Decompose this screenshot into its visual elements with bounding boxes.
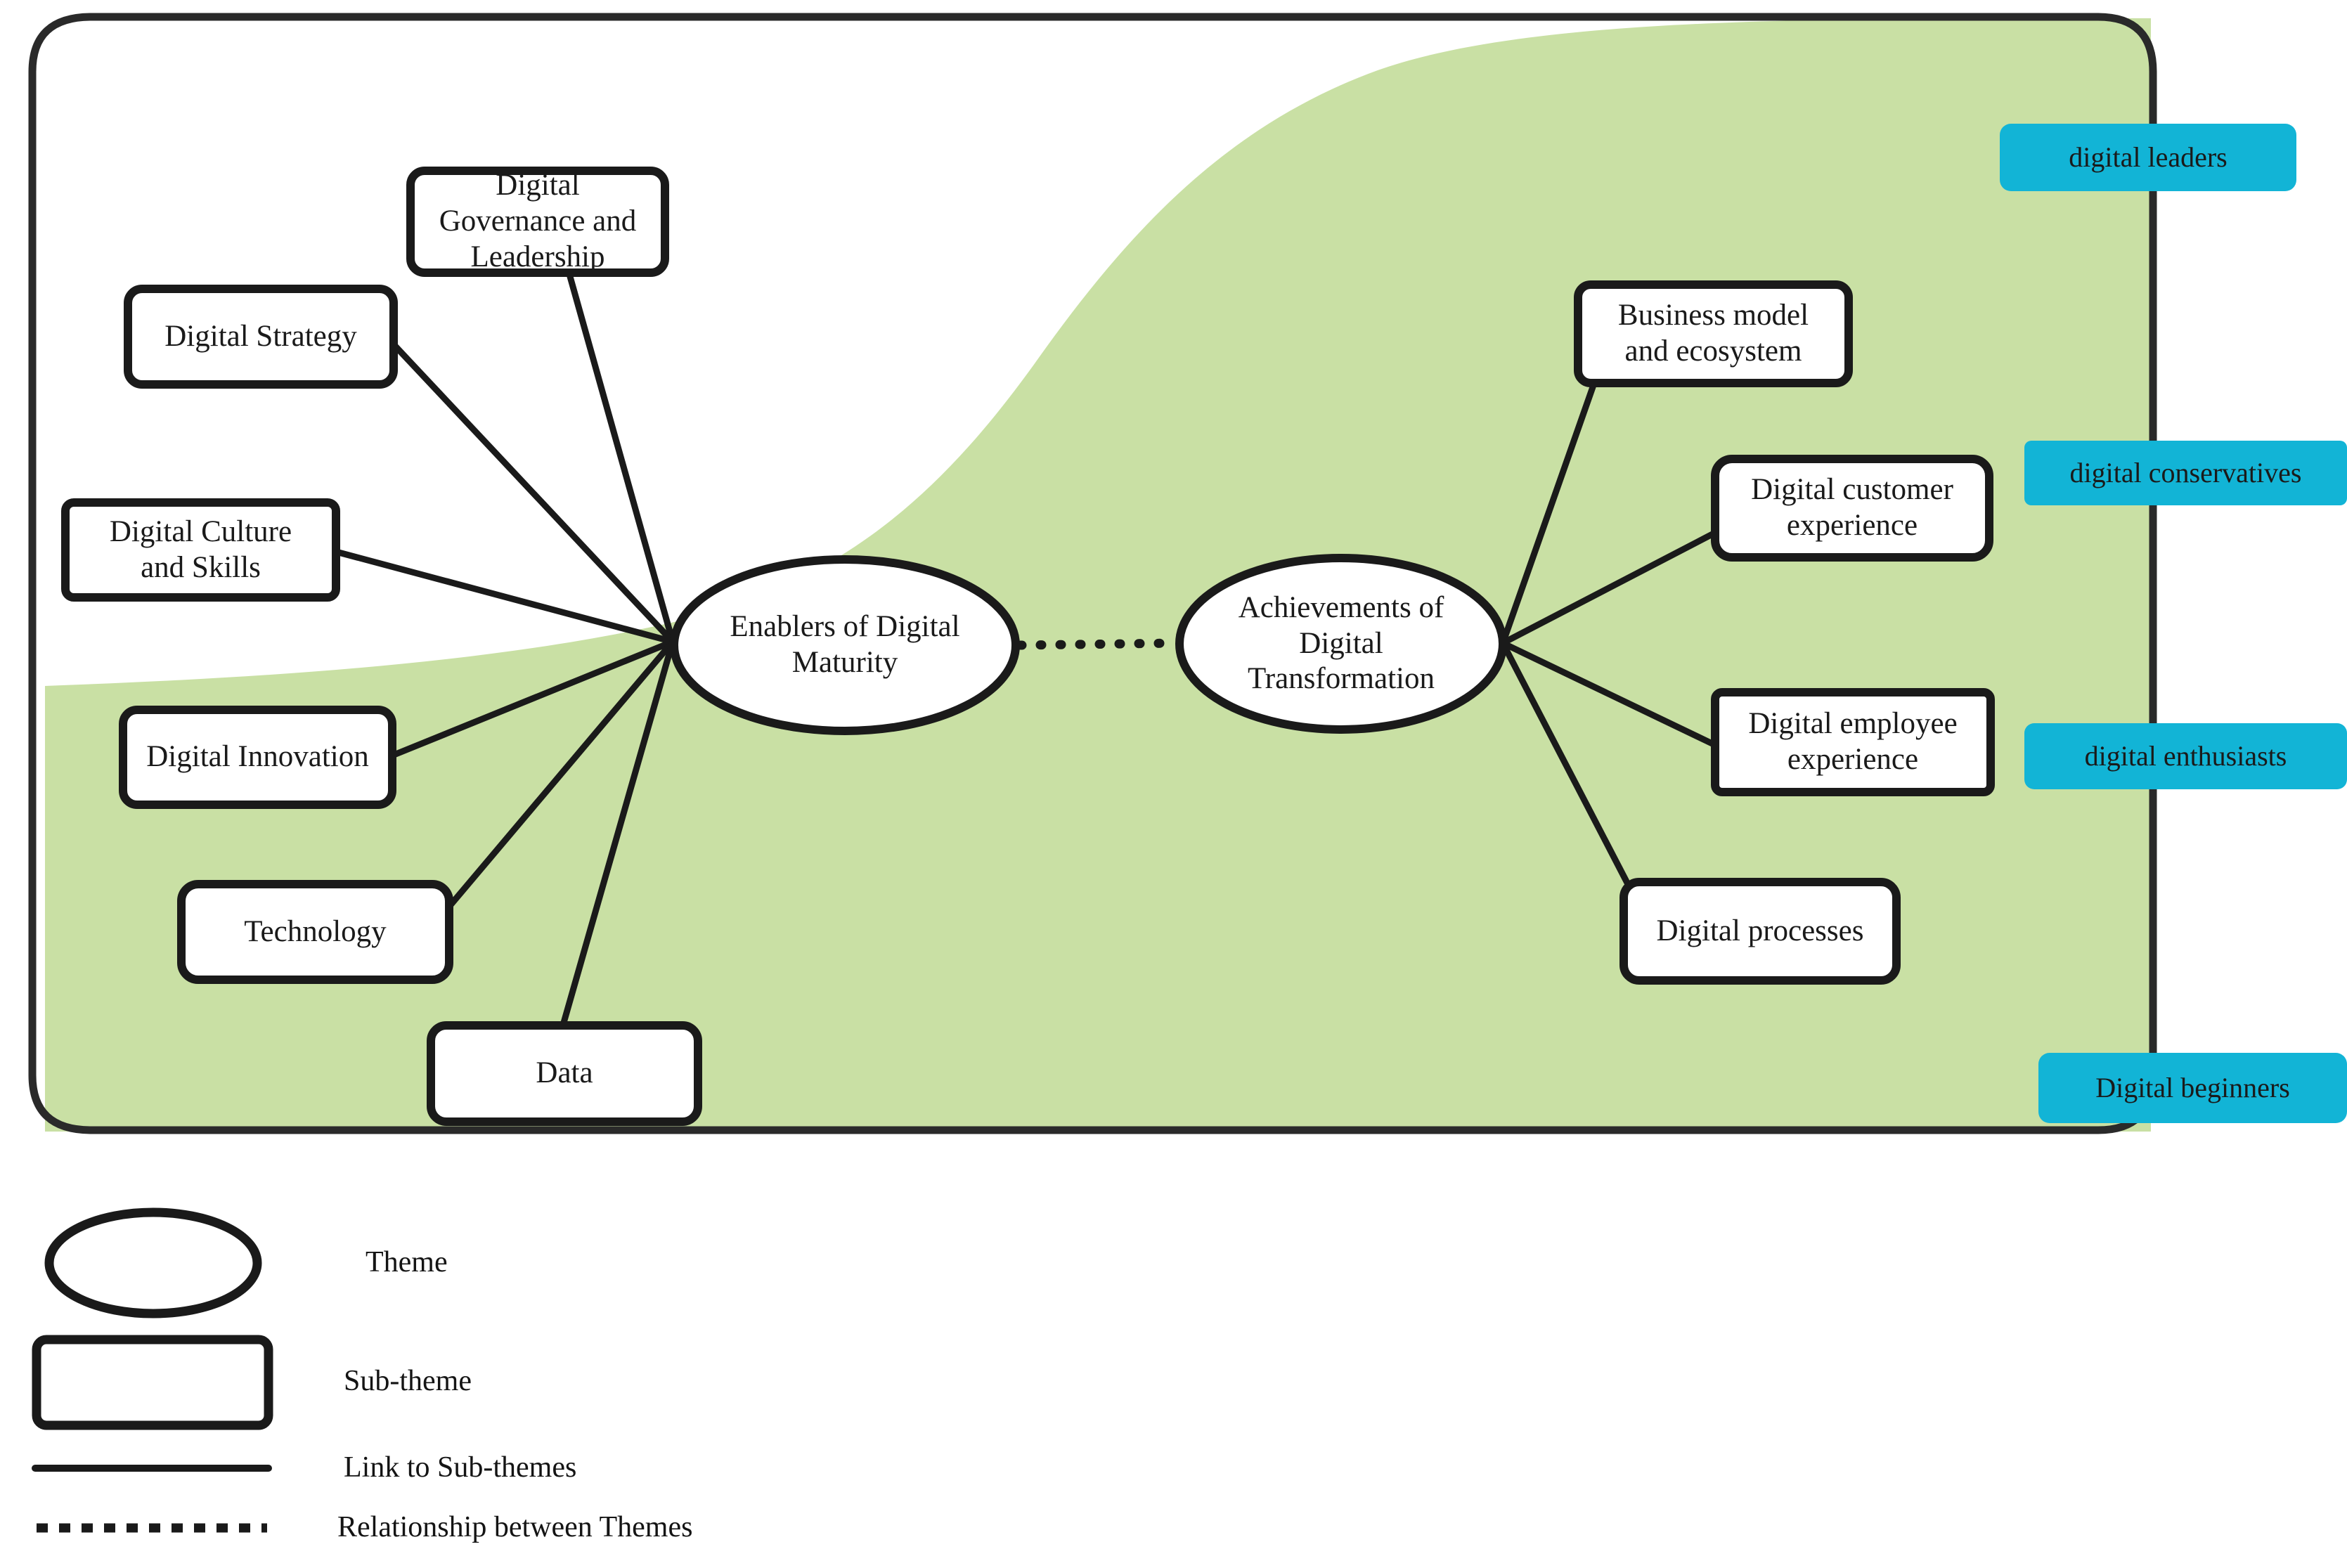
subtheme-box-digital-strategy	[124, 285, 398, 389]
legend-symbol-theme	[44, 1207, 262, 1318]
link-digital-innovation	[389, 638, 676, 759]
band-badge-digital-enthusiasts	[2024, 723, 2347, 789]
band-badge-digital-beginners	[2038, 1053, 2347, 1123]
link-digital-culture	[332, 548, 676, 645]
subtheme-box-governance-leadership	[406, 167, 669, 277]
band-badge-digital-leaders	[2000, 124, 2296, 191]
subtheme-box-data	[427, 1021, 702, 1126]
subtheme-box-business-model	[1574, 280, 1853, 387]
band-badge-digital-conservatives	[2024, 441, 2347, 505]
theme-relationship-line	[1016, 638, 1180, 650]
outer-frame	[28, 13, 2157, 1134]
links-right	[1499, 380, 1719, 890]
theme-enablers-shape[interactable]	[670, 555, 1020, 735]
link-digital-strategy	[390, 341, 676, 645]
link-technology	[446, 638, 676, 910]
theme-achievements-shape[interactable]	[1175, 554, 1507, 734]
legend-symbol-subtheme	[32, 1335, 273, 1430]
link-customer-experience	[1499, 529, 1719, 647]
subtheme-boxes-left[interactable]	[61, 167, 702, 1126]
link-governance-leadership	[566, 271, 676, 645]
link-business-model	[1499, 380, 1598, 647]
links-left	[332, 271, 676, 1031]
link-employee-experience	[1499, 640, 1719, 749]
subtheme-box-digital-innovation	[119, 706, 396, 809]
subtheme-boxes-right[interactable]	[1574, 280, 1995, 985]
maturity-band-badges[interactable]	[2000, 124, 2347, 1123]
subtheme-box-employee-experience	[1711, 688, 1995, 796]
subtheme-box-customer-experience	[1711, 455, 1993, 562]
link-data	[559, 638, 676, 1031]
subtheme-box-digital-processes	[1619, 878, 1901, 985]
subtheme-box-digital-culture	[61, 498, 340, 602]
link-digital-processes	[1499, 640, 1633, 890]
subtheme-box-technology	[177, 880, 453, 984]
